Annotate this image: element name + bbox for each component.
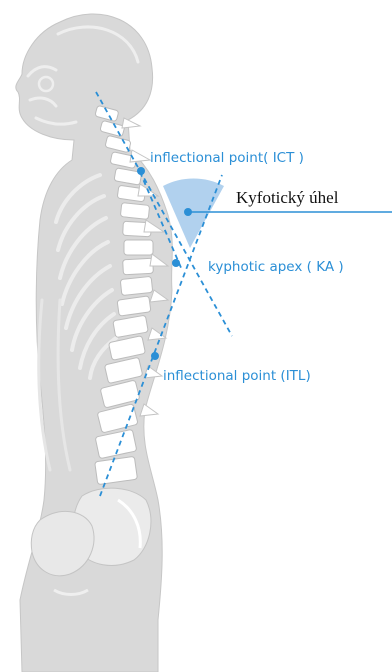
angle-point — [184, 208, 192, 216]
ka-point — [172, 259, 180, 267]
ict-point — [137, 167, 145, 175]
ict-label: inflectional point( ICT ) — [150, 150, 304, 166]
angle-label: Kyfotický úhel — [236, 188, 339, 207]
itl-label: inflectional point (ITL) — [163, 368, 311, 384]
itl-point — [151, 352, 159, 360]
ka-label: kyphotic apex ( KA ) — [208, 259, 344, 275]
